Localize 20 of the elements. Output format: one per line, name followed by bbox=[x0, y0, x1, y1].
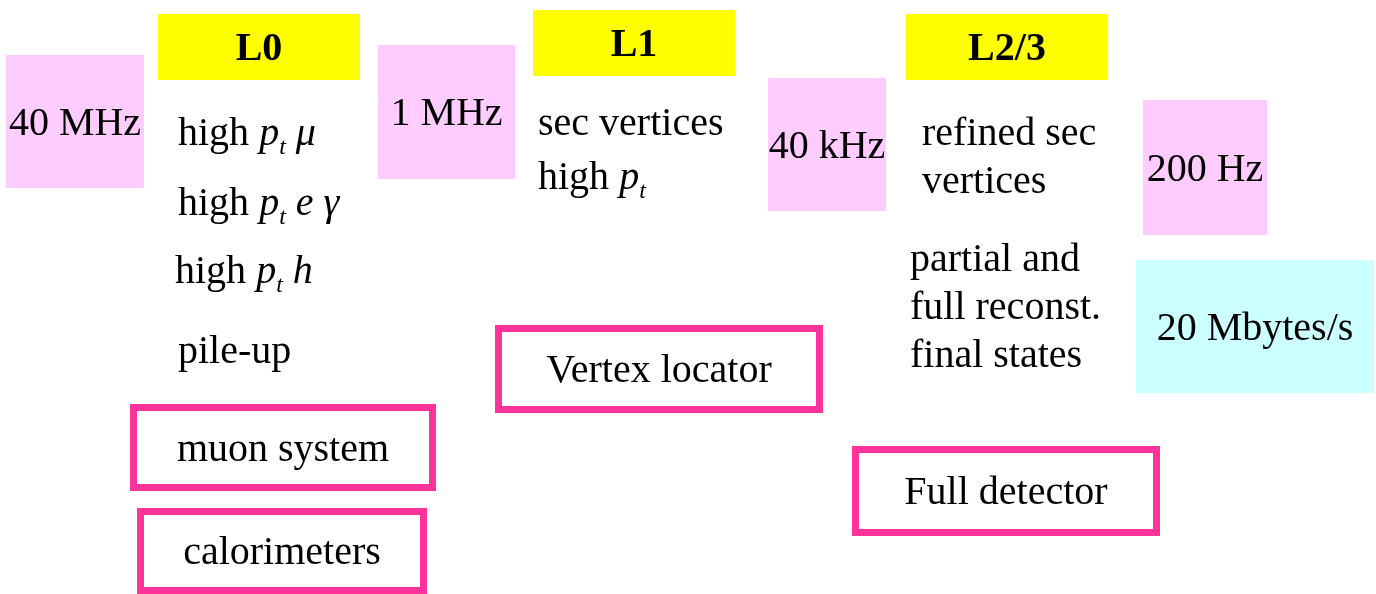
trigger-criterion-text: high p$_{t}$ h bbox=[175, 246, 314, 299]
output-rate-box: 20 Mbytes/s bbox=[1136, 260, 1374, 393]
trigger-criterion-text: high p$_{t}$ μ bbox=[178, 108, 317, 161]
trigger-level-box: L0 bbox=[158, 14, 360, 80]
detector-box: Vertex locator bbox=[495, 325, 823, 413]
trigger-criterion-text: pile-up bbox=[178, 326, 293, 374]
trigger-criterion-text: high p$_{t}$ bbox=[538, 152, 648, 205]
detector-box: Full detector bbox=[852, 446, 1160, 536]
trigger-criterion-text: partial and full reconst. final states bbox=[910, 234, 1103, 378]
detector-box: muon system bbox=[130, 404, 436, 491]
rate-box: 40 kHz bbox=[768, 78, 886, 211]
rate-box: 1 MHz bbox=[378, 45, 515, 179]
trigger-level-box: L1 bbox=[533, 10, 735, 76]
rate-box: 40 MHz bbox=[6, 55, 144, 188]
trigger-level-box: L2/3 bbox=[906, 14, 1108, 80]
rate-box: 200 Hz bbox=[1143, 100, 1267, 235]
detector-box: calorimeters bbox=[137, 508, 427, 594]
trigger-criterion-text: sec vertices bbox=[538, 98, 725, 146]
trigger-criterion-text: refined sec vertices bbox=[922, 108, 1098, 204]
trigger-criterion-text: high p$_{t}$ e γ bbox=[178, 178, 341, 231]
